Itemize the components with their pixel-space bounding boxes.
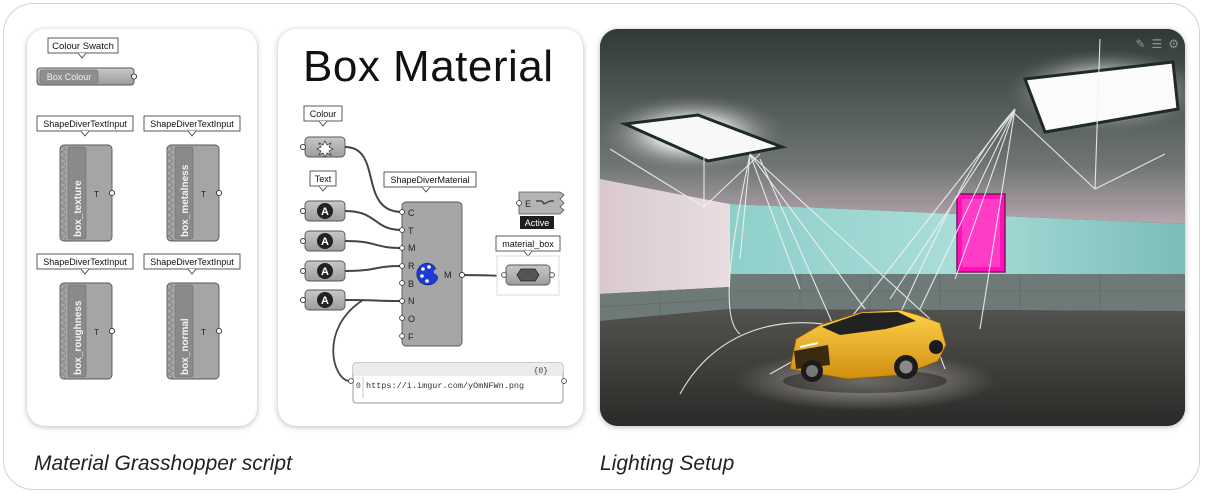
text-component-2[interactable]: A (299, 230, 346, 252)
material-box-tag: material_box (495, 235, 561, 257)
box-colour-label: Box Colour (47, 72, 92, 82)
palette-icon (416, 262, 438, 286)
colour-tag: Colour (303, 105, 343, 127)
svg-text:O: O (408, 314, 415, 324)
colour-wheel-icon (316, 140, 334, 158)
svg-text:0: 0 (356, 382, 361, 391)
svg-text:N: N (408, 296, 415, 306)
material-box-component[interactable] (496, 255, 560, 296)
text-a-icon (317, 292, 333, 308)
output-grip[interactable] (108, 327, 116, 335)
svg-text:A: A (321, 266, 329, 278)
svg-text:F: F (408, 332, 414, 342)
text-input-metalness[interactable]: ShapeDiverTextInput box_metalness T (143, 115, 241, 242)
caption-left: Material Grasshopper script (34, 452, 292, 475)
text-a-icon (317, 203, 333, 219)
colour-swatch-tag-text: Colour Swatch (52, 41, 114, 52)
output-grip[interactable] (215, 189, 223, 197)
material-canvas: Colour Text A A A A ShapeDiv (299, 105, 567, 404)
wires (332, 146, 505, 382)
output-grip[interactable] (108, 189, 116, 197)
svg-text:M: M (408, 243, 416, 253)
active-label: Active (525, 218, 550, 228)
text-a-icon (317, 233, 333, 249)
svg-text:Colour: Colour (310, 109, 337, 119)
text-tag: Text (309, 170, 337, 192)
svg-text:B: B (408, 279, 414, 289)
text-input-tag: ShapeDiverTextInput (150, 119, 234, 129)
text-input-label: box_metalness (180, 164, 191, 237)
shapediver-material-tag: ShapeDiverMaterial (383, 171, 477, 193)
svg-text:A: A (321, 236, 329, 248)
viewport-toolbar: ✎ ☰ ⚙ (1129, 37, 1179, 51)
svg-text:E: E (525, 199, 531, 209)
lighting-setup-viewport[interactable]: ✎ ☰ ⚙ (600, 29, 1185, 426)
caption-right: Lighting Setup (600, 452, 735, 475)
text-input-label: box_roughness (73, 300, 84, 375)
colour-component[interactable] (299, 136, 346, 158)
svg-text:ShapeDiverMaterial: ShapeDiverMaterial (390, 175, 469, 185)
inputs-canvas: Colour Swatch Box Colour ShapeDiverTextI… (36, 37, 241, 380)
text-input-label: box_normal (180, 318, 191, 375)
url-value: https://i.imgur.com/yOmNFWn.png (366, 381, 524, 391)
output-port-label: T (94, 190, 99, 199)
text-input-texture[interactable]: ShapeDiverTextInput box_texture T (36, 115, 134, 242)
svg-text:material_box: material_box (502, 239, 554, 249)
output-grip[interactable] (215, 327, 223, 335)
svg-text:A: A (321, 206, 329, 218)
text-input-tag: ShapeDiverTextInput (43, 119, 127, 129)
page-title: Box Material (303, 42, 554, 91)
svg-text:Text: Text (315, 174, 332, 184)
text-input-tag: ShapeDiverTextInput (43, 257, 127, 267)
svg-text:{0}: {0} (534, 367, 548, 376)
grasshopper-inputs-panel: Colour Swatch Box Colour ShapeDiverTextI… (27, 29, 257, 426)
url-text-panel[interactable]: {0} 0 https://i.imgur.com/yOmNFWn.png (348, 362, 567, 404)
output-port-label: T (201, 328, 206, 337)
hexagon-icon (516, 268, 540, 282)
active-toggle[interactable]: E Active (516, 191, 565, 229)
light-rays (609, 38, 1166, 395)
ceiling-light-left (619, 113, 788, 163)
shapediver-material-component[interactable]: C T M R B N O F M (399, 201, 466, 347)
text-input-roughness[interactable]: ShapeDiverTextInput box_roughness T (36, 253, 134, 380)
pencil-icon[interactable]: ✎ (1135, 37, 1146, 51)
text-component-1[interactable]: A (299, 200, 346, 222)
output-port-label: T (94, 328, 99, 337)
svg-text:M: M (444, 270, 452, 280)
text-input-label: box_texture (73, 180, 84, 237)
sliders-icon[interactable]: ☰ (1151, 37, 1163, 51)
svg-text:A: A (321, 295, 329, 307)
ceiling-light-right (1022, 60, 1180, 134)
svg-text:R: R (408, 261, 415, 271)
car-model (783, 309, 947, 393)
box-colour-swatch[interactable]: Box Colour (36, 67, 138, 86)
settings-icon[interactable]: ⚙ (1168, 37, 1179, 51)
text-component-4[interactable]: A (299, 289, 346, 311)
colour-swatch-tag: Colour Swatch (47, 37, 119, 59)
output-grip[interactable] (130, 73, 138, 80)
svg-text:T: T (408, 226, 414, 236)
switch-icon (536, 200, 554, 205)
text-a-icon (317, 263, 333, 279)
text-component-3[interactable]: A (299, 260, 346, 282)
svg-text:C: C (408, 208, 415, 218)
text-input-tag: ShapeDiverTextInput (150, 257, 234, 267)
output-port-label: T (201, 190, 206, 199)
render-scene (600, 29, 1185, 426)
text-input-normal[interactable]: ShapeDiverTextInput box_normal T (143, 253, 241, 380)
